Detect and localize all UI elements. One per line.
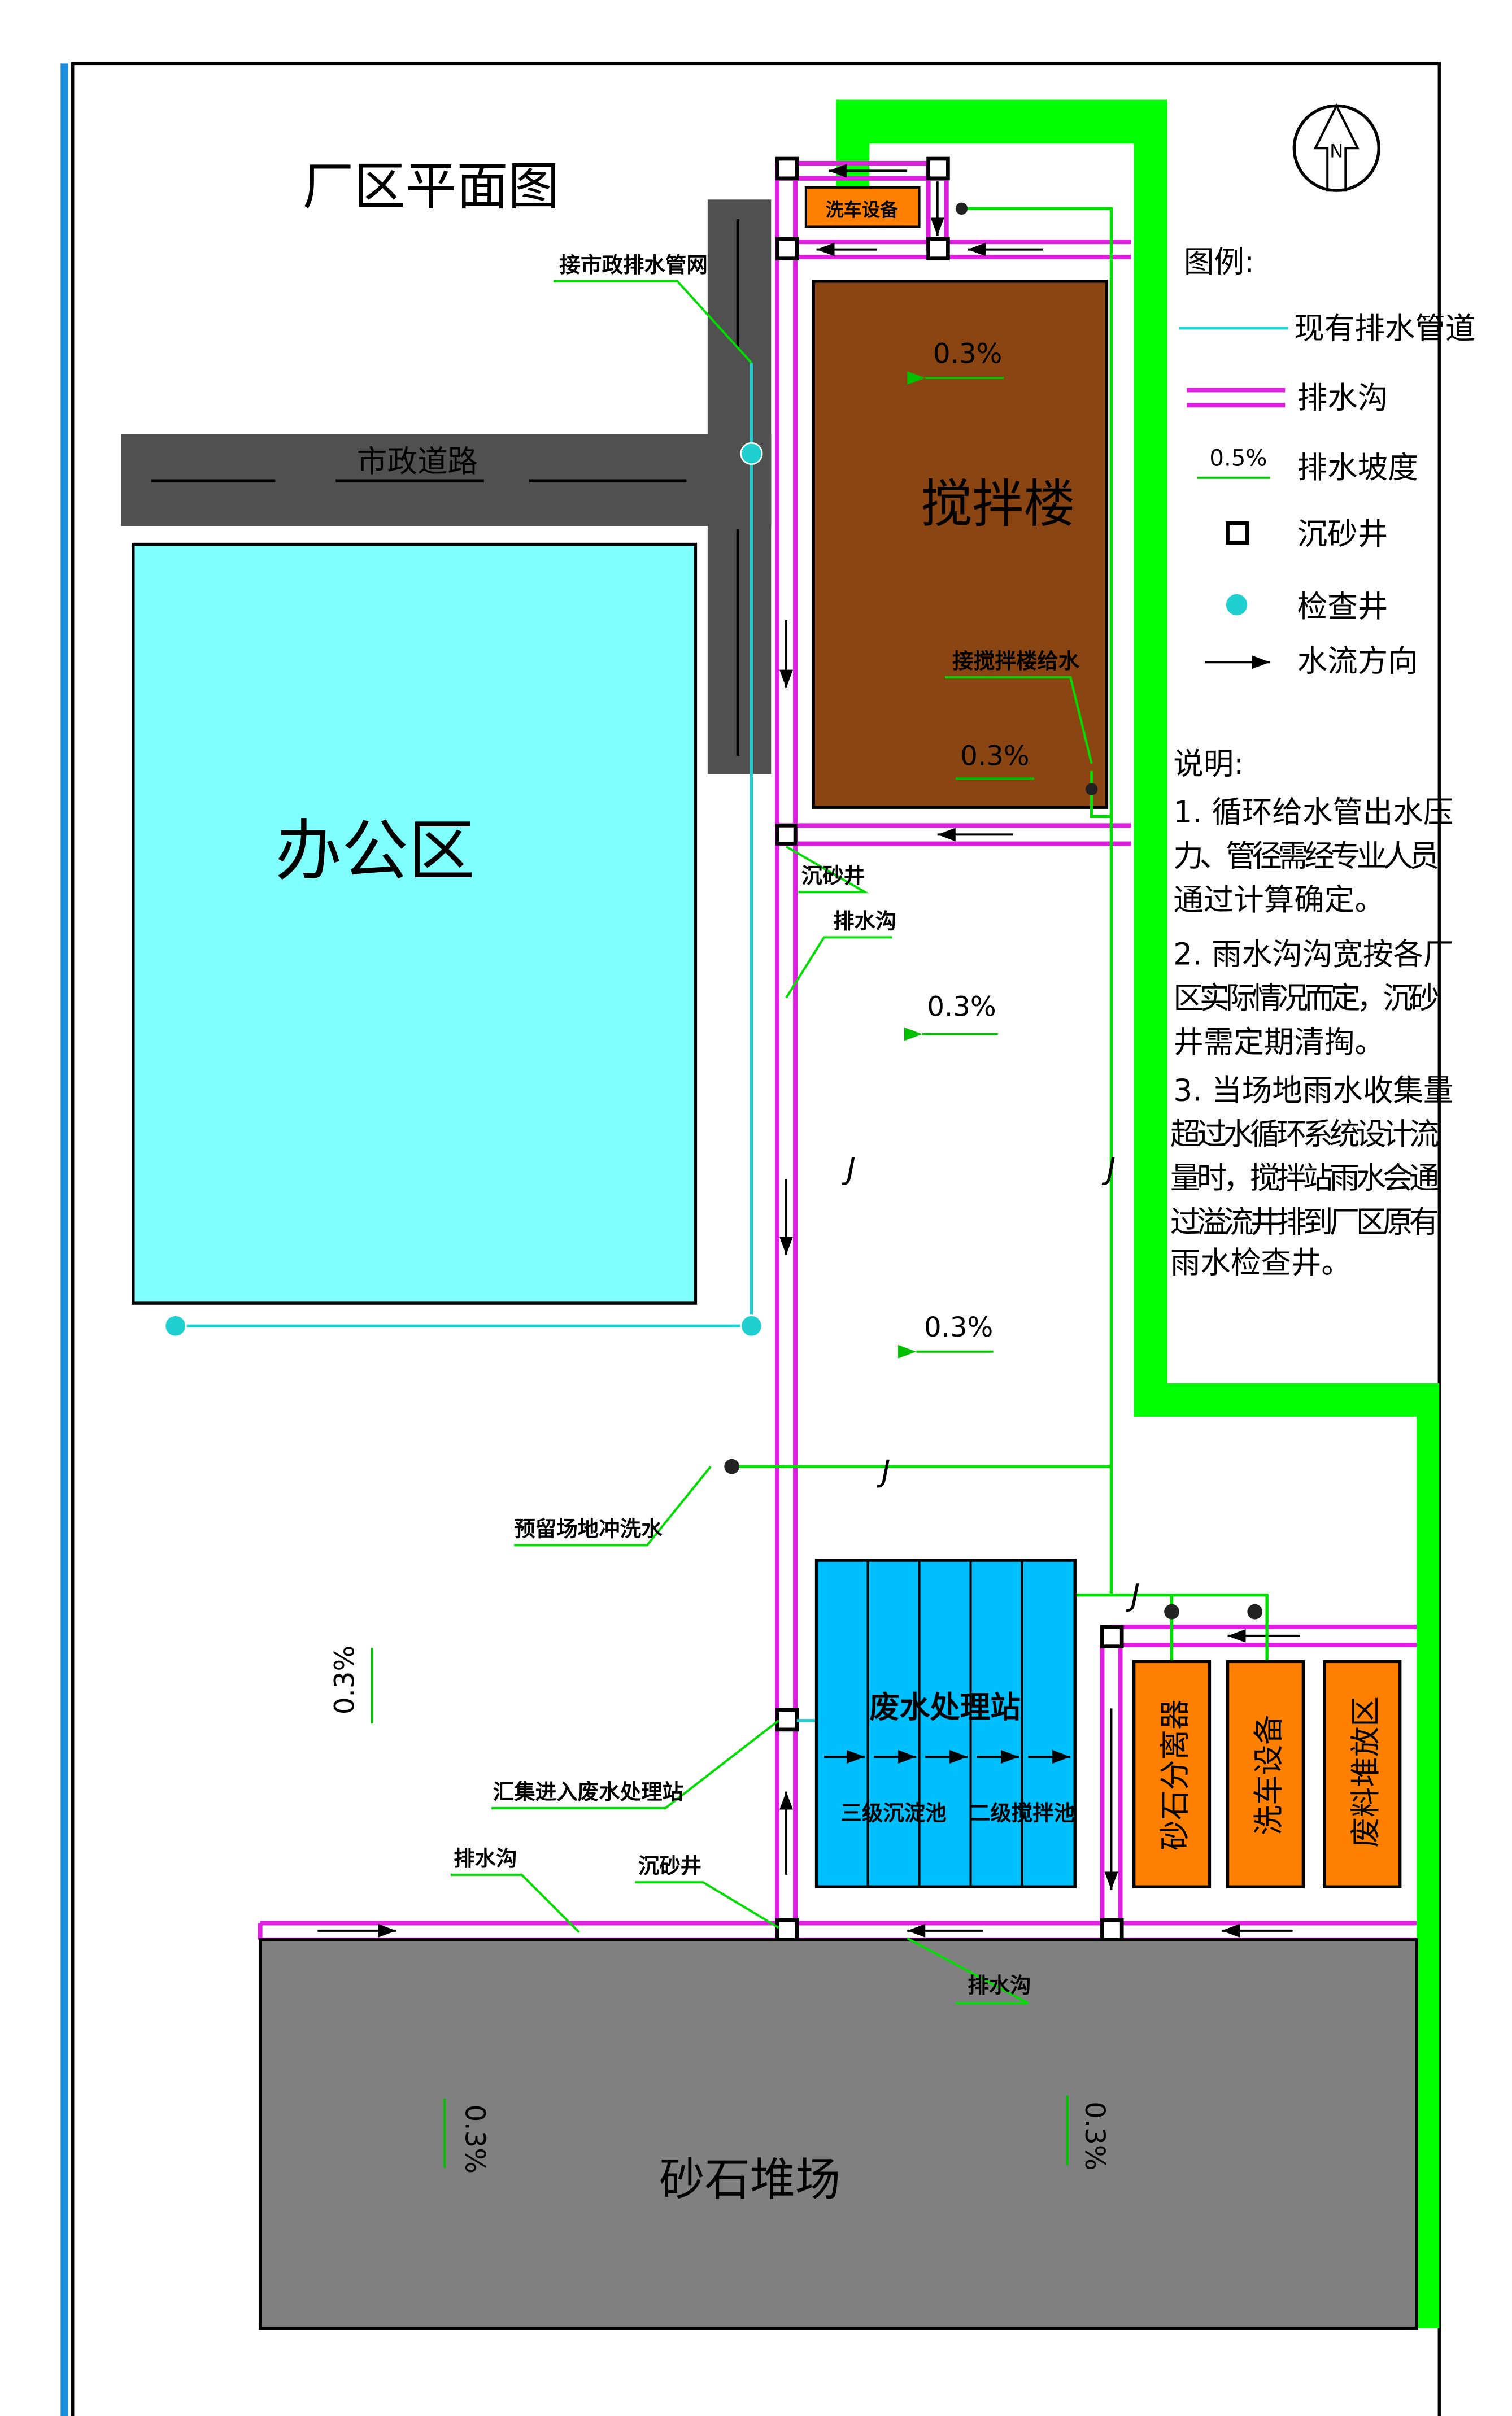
slope-label: 0.3% — [1079, 2101, 1110, 2170]
stirring-label: 二级搅拌池 — [969, 1800, 1075, 1825]
car-wash-top-label: 洗车设备 — [826, 199, 899, 221]
office-area — [132, 542, 698, 1305]
slope-label: 0.3% — [329, 1646, 361, 1714]
note-line: 超过水循环系统设计流 — [1170, 1116, 1439, 1152]
wastewater-station: 废水处理站 三级沉淀池 二级搅拌池 — [814, 1559, 1077, 1888]
legend-item: 沉砂井 — [1297, 516, 1388, 552]
wastewater-station-label: 废水处理站 — [869, 1689, 1021, 1725]
note-line: 通过计算确定。 — [1173, 882, 1385, 917]
callouts — [450, 280, 1093, 2005]
page-title: 厂区平面图 — [303, 157, 560, 216]
mixing-building — [812, 280, 1109, 809]
slope-label: 0.3% — [924, 1312, 993, 1343]
note-line: 井需定期清掏。 — [1173, 1024, 1385, 1060]
legend-item: 检查井 — [1297, 589, 1388, 624]
legend-slope-sample: 0.5% — [1209, 445, 1267, 471]
flow-arrows — [317, 164, 1301, 1938]
valves — [724, 202, 1263, 1620]
sand-separator-label: 砂石分离器 — [1157, 1699, 1193, 1851]
drain-label: 排水沟 — [833, 908, 896, 933]
sand-well-label: 沉砂井 — [801, 863, 865, 888]
svg-text:N: N — [1330, 140, 1343, 162]
note-line: 力、管径需经专业人员 — [1173, 838, 1439, 874]
slope-label: 0.3% — [933, 338, 1002, 369]
drawing-frame — [71, 62, 1441, 2416]
note-line: 雨水检查井。 — [1170, 1245, 1352, 1281]
car-wash-label: 洗车设备 — [1251, 1714, 1287, 1835]
municipal-label: 接市政排水管网 — [560, 253, 708, 277]
flush-label: 预留场地冲洗水 — [514, 1516, 663, 1541]
note-line: 过溢流井排到厂区原有 — [1170, 1204, 1439, 1239]
inspection-wells — [164, 442, 763, 1338]
sand-well-label: 沉砂井 — [638, 1853, 701, 1878]
water-supply-pipe — [731, 207, 1269, 1662]
office-label: 办公区 — [275, 812, 474, 890]
note-line: 2. 雨水沟沟宽按各厂 — [1173, 937, 1453, 972]
north-arrow-icon: N — [1292, 103, 1380, 192]
slope-label: 0.3% — [960, 740, 1029, 772]
legend-item: 水流方向 — [1297, 643, 1418, 678]
car-wash-top — [804, 186, 921, 228]
slope-label: 0.3% — [927, 991, 996, 1023]
note-line: 量时，搅拌站雨水会通 — [1170, 1160, 1439, 1196]
note-line: 1. 循环给水管出水压 — [1173, 794, 1453, 830]
legend-item: 现有排水管道 — [1294, 311, 1475, 346]
equipment-boxes: 砂石分离器 洗车设备 废料堆放区 — [1132, 1660, 1402, 1888]
green-boundary — [836, 99, 1440, 2328]
slope-label: 0.3% — [459, 2105, 491, 2174]
mixing-supply-label: 接搅拌楼给水 — [952, 648, 1079, 673]
notes-title: 说明: — [1173, 746, 1244, 781]
note-line: 区实际情况而定，沉砂 — [1173, 980, 1439, 1016]
sedimentation-label: 三级沉淀池 — [840, 1800, 946, 1825]
collect-label: 汇集进入废水处理站 — [493, 1779, 683, 1804]
legend: 图例: 现有排水管道 排水沟 0.5% 排水坡度 沉砂井 检查井 水流方向 — [1179, 244, 1475, 678]
left-edge-line — [60, 63, 68, 2416]
gravel-yard — [258, 1938, 1418, 2330]
notes: 说明: 1. 循环给水管出水压 力、管径需经专业人员 通过计算确定。 2. 雨水… — [1170, 746, 1454, 1280]
waste-area-label: 废料堆放区 — [1348, 1696, 1383, 1848]
road-label: 市政道路 — [357, 443, 478, 479]
mixing-building-label: 搅拌楼 — [921, 475, 1075, 534]
drain-label: 排水沟 — [454, 1846, 517, 1871]
legend-item: 排水沟 — [1297, 380, 1388, 416]
gravel-yard-label: 砂石堆场 — [659, 2153, 840, 2206]
legend-item: 排水坡度 — [1297, 450, 1418, 485]
legend-title: 图例: — [1184, 244, 1254, 280]
drain-label: 排水沟 — [968, 1973, 1031, 1998]
note-line: 3. 当场地雨水收集量 — [1173, 1072, 1453, 1108]
